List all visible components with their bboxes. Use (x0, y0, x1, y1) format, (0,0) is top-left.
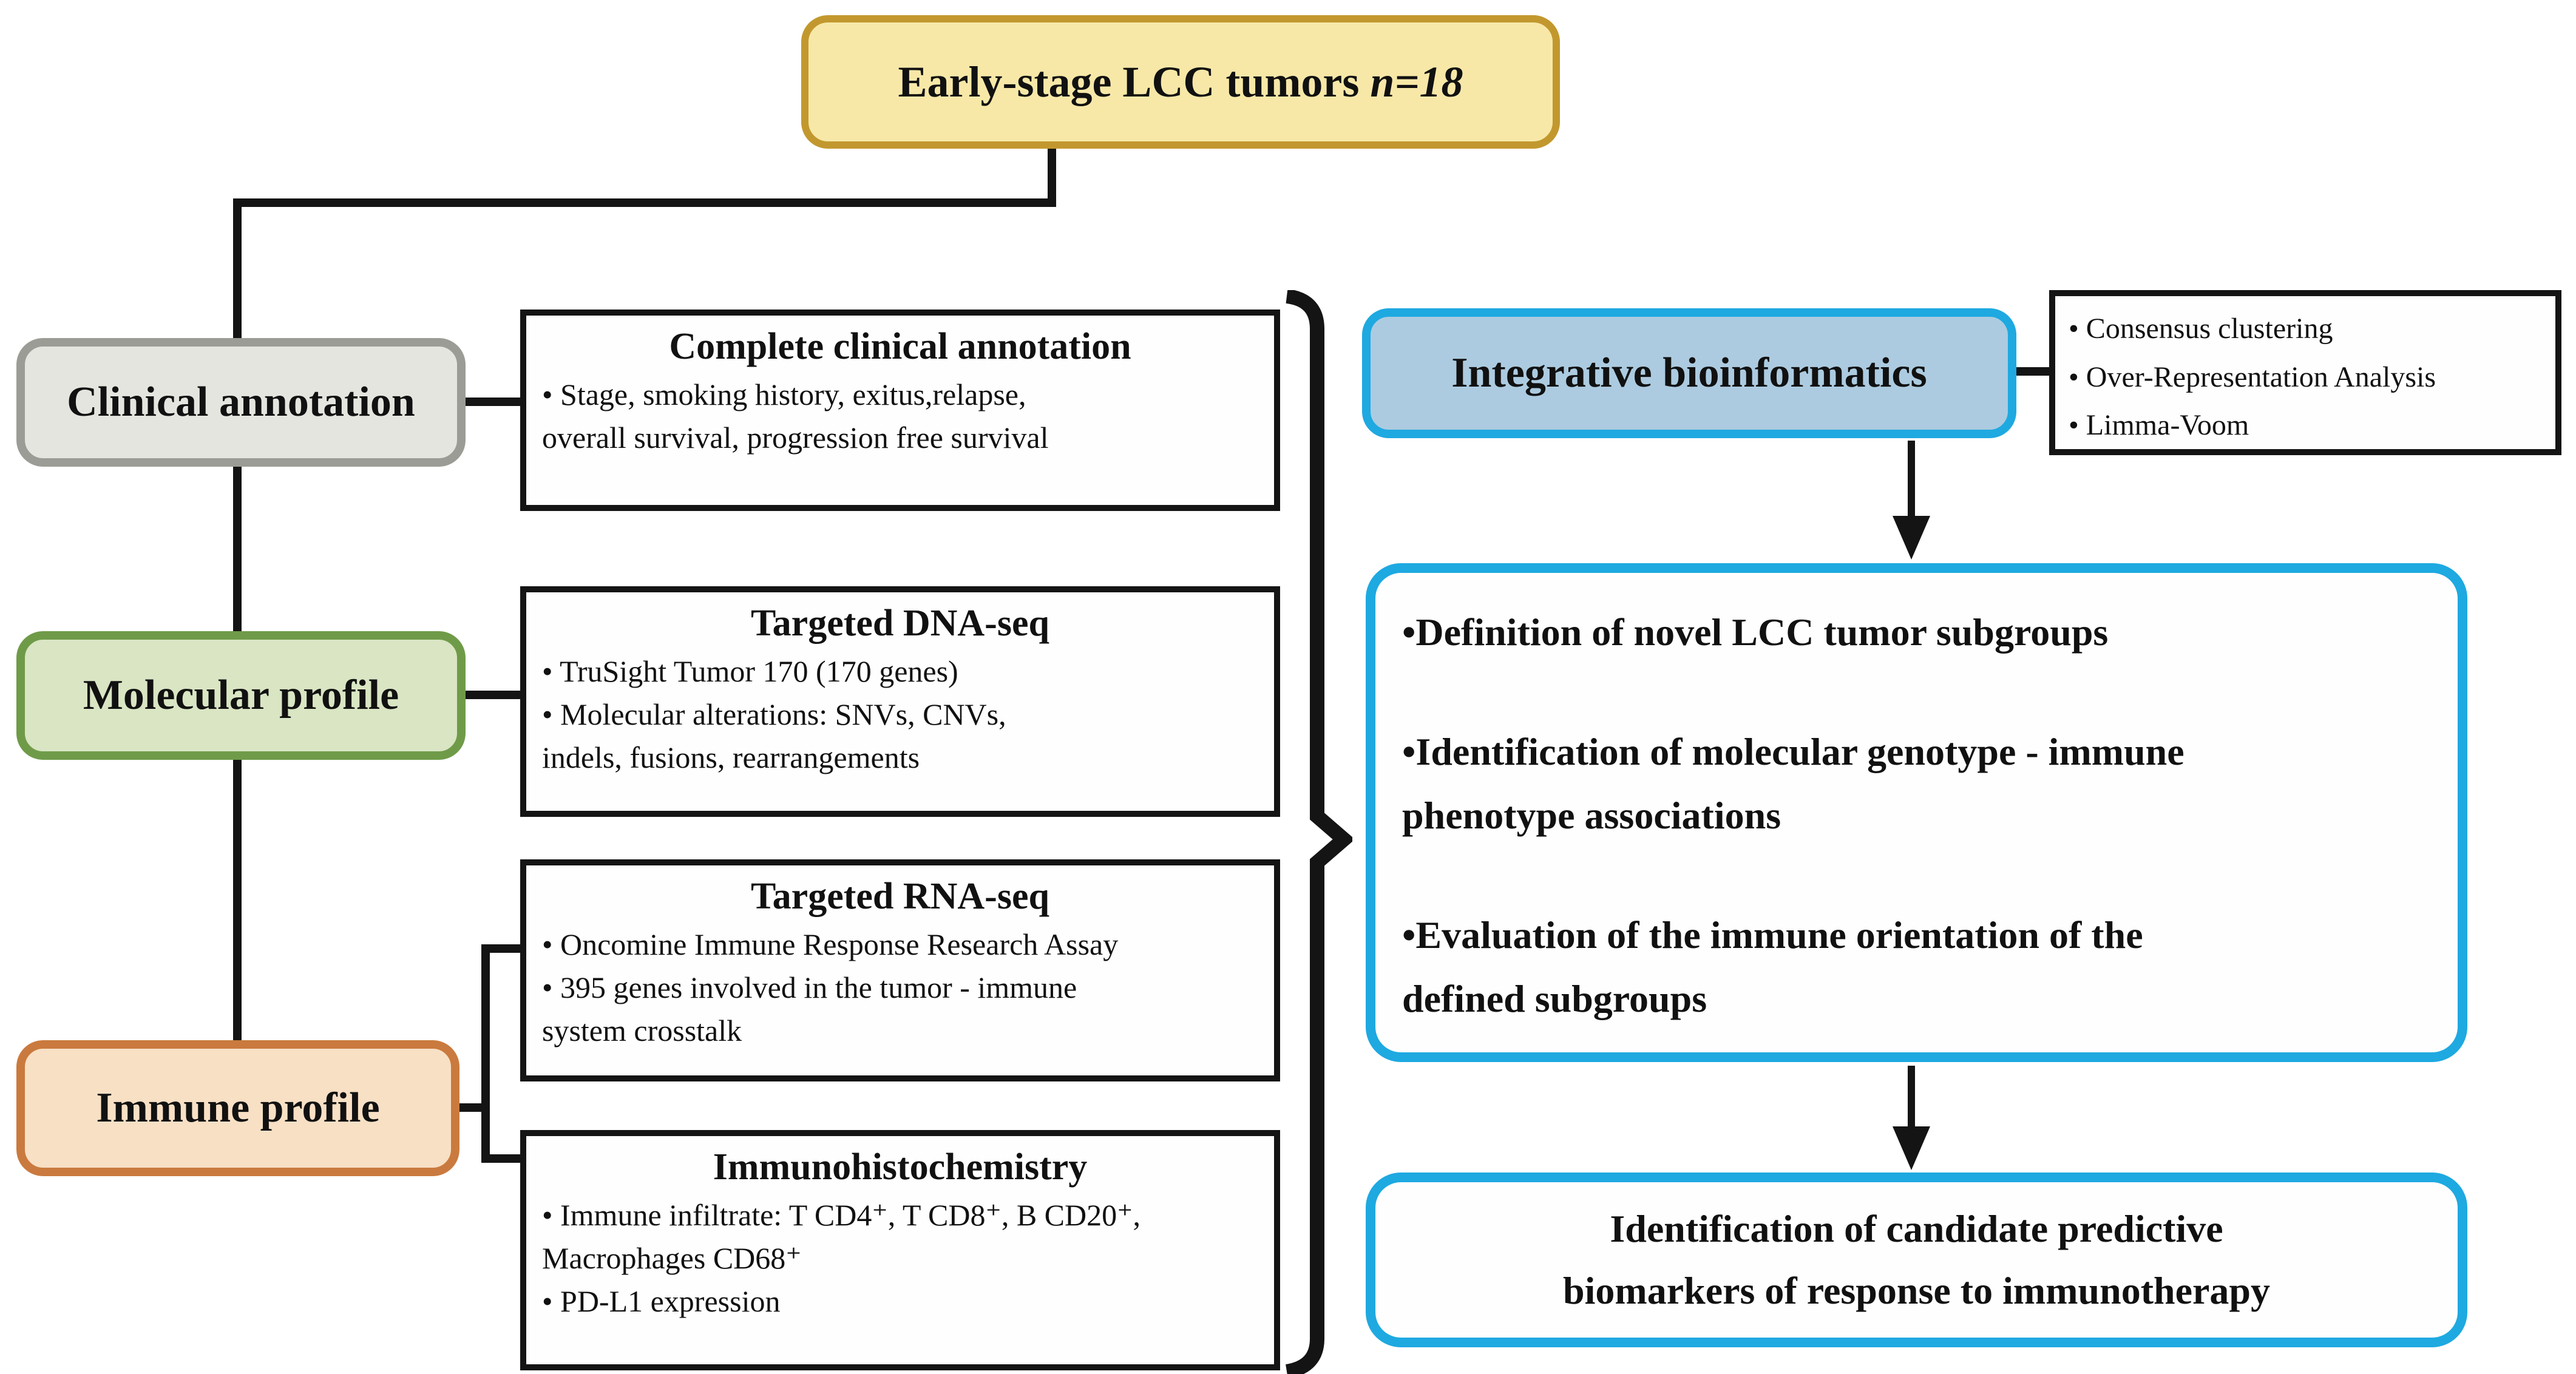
connector-top-horizontal (233, 198, 1056, 207)
box-final-goal: Identification of candidate predictive b… (1366, 1173, 2467, 1347)
box-immunohistochemistry: Immunohistochemistry • Immune infiltrate… (520, 1130, 1280, 1370)
connector-fork-to-ihc (481, 1154, 525, 1163)
bullet-item: • Immune infiltrate: T CD4⁺, T CD8⁺, B C… (542, 1198, 1141, 1275)
box-complete-clinical-annotation-title: Complete clinical annotation (669, 326, 1131, 367)
node-clinical-annotation: Clinical annotation (16, 338, 466, 467)
bullet-item: •Evaluation of the immune orientation of… (1402, 913, 2143, 1020)
node-integrative-bioinformatics-label: Integrative bioinformatics (1451, 350, 1927, 396)
down-arrow-1-shaft (1908, 441, 1915, 518)
connector-immune-stub (452, 1103, 490, 1112)
connector-fork-to-rnaseq (481, 944, 525, 953)
header-title: Early-stage LCC tumors (898, 57, 1360, 106)
down-arrow-1-head-icon (1893, 516, 1930, 560)
bullet-item: • Oncomine Immune Response Research Assa… (542, 927, 1119, 961)
connector-clinical-stub (458, 398, 525, 406)
node-molecular-profile: Molecular profile (16, 631, 466, 760)
bullet-item: • Over-Representation Analysis (2069, 360, 2436, 393)
down-arrow-2-head-icon (1893, 1126, 1930, 1170)
box-final-goal-text: Identification of candidate predictive b… (1563, 1206, 2270, 1312)
node-clinical-annotation-label: Clinical annotation (67, 379, 415, 425)
bullet-item: • Molecular alterations: SNVs, CNVs, ind… (542, 697, 1006, 774)
connector-molecular-stub (458, 691, 525, 699)
box-targeted-dna-seq-title: Targeted DNA-seq (751, 603, 1049, 644)
box-targeted-dna-seq: Targeted DNA-seq • TruSight Tumor 170 (1… (520, 586, 1280, 817)
bullet-item: • TruSight Tumor 170 (170 genes) (542, 654, 958, 688)
node-molecular-profile-label: Molecular profile (83, 672, 399, 719)
bullet-item: • PD-L1 expression (542, 1284, 781, 1318)
box-bioinformatics-methods: • Consensus clustering • Over-Representa… (2049, 290, 2561, 455)
box-targeted-rna-seq: Targeted RNA-seq • Oncomine Immune Respo… (520, 859, 1280, 1081)
node-integrative-bioinformatics: Integrative bioinformatics (1362, 308, 2016, 438)
header-sample-size: n=18 (1370, 57, 1463, 106)
box-immunohistochemistry-title: Immunohistochemistry (713, 1146, 1088, 1188)
connector-immune-fork (481, 944, 490, 1163)
node-immune-profile: Immune profile (16, 1040, 459, 1176)
connector-bioinfo-stub (2010, 367, 2049, 376)
box-analysis-outcomes: •Definition of novel LCC tumor subgroups… (1366, 563, 2467, 1062)
node-immune-profile-label: Immune profile (96, 1085, 380, 1131)
bullet-item: • 395 genes involved in the tumor - immu… (542, 970, 1077, 1047)
bullet-item: • Consensus clustering (2069, 313, 2333, 345)
down-arrow-2-shaft (1908, 1066, 1915, 1129)
box-targeted-rna-seq-title: Targeted RNA-seq (751, 876, 1049, 917)
header-box: Early-stage LCC tumors n=18 (801, 15, 1560, 149)
box-complete-clinical-annotation: Complete clinical annotation • Stage, sm… (520, 310, 1280, 511)
bullet-item: •Identification of molecular genotype - … (1402, 729, 2185, 837)
bullet-item: •Definition of novel LCC tumor subgroups (1402, 611, 2109, 654)
curly-brace-connector (1285, 290, 1352, 1374)
bullet-item: • Stage, smoking history, exitus,relapse… (542, 377, 1049, 455)
connector-top-vertical (1048, 147, 1056, 207)
bullet-item: • Limma-Voom (2069, 409, 2249, 442)
connector-left-trunk (233, 198, 242, 1043)
